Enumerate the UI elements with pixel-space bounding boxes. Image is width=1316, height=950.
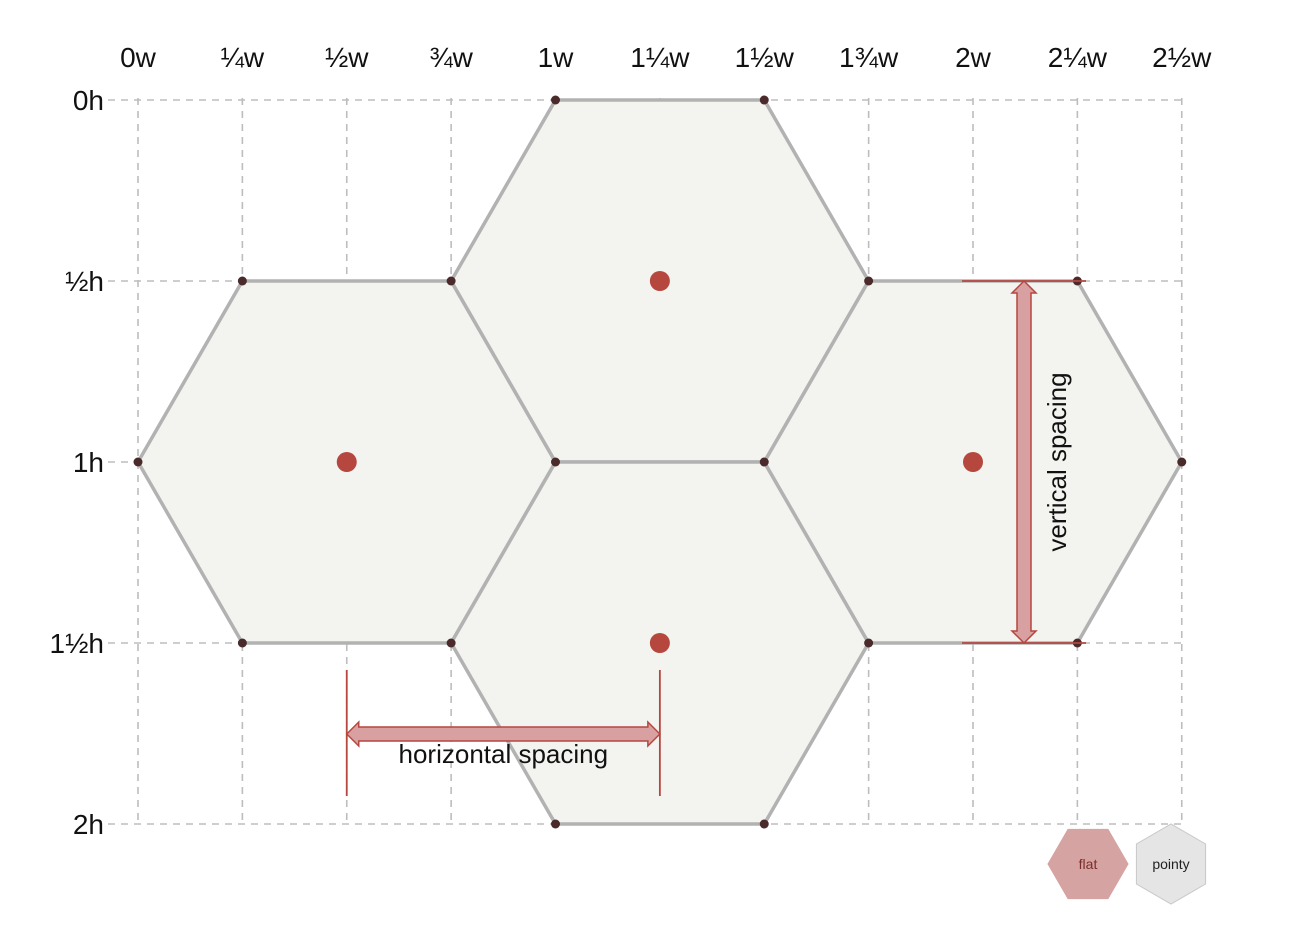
flat-button-label: flat <box>1079 856 1098 872</box>
center-dot <box>963 452 983 472</box>
column-label: 1½w <box>735 42 795 73</box>
column-label: 2½w <box>1152 42 1212 73</box>
vertex-dot <box>237 276 247 286</box>
column-labels: 0w ¼w ½w ¾w 1w 1¼w 1½w 1¾w 2w 2¼w 2½w <box>120 42 1212 73</box>
column-label: ½w <box>325 42 369 73</box>
vertex-dot <box>1177 457 1187 467</box>
vertex-dot <box>759 457 769 467</box>
center-dot <box>649 633 670 653</box>
column-label: 1¾w <box>839 42 899 73</box>
vertical-spacing-label: vertical spacing <box>1042 372 1072 551</box>
horizontal-spacing-arrow <box>345 720 661 748</box>
vertex-dot <box>446 638 456 648</box>
vertex-dot <box>446 276 456 286</box>
orientation-toggle: flat pointy <box>1047 823 1207 905</box>
vertex-dot <box>864 638 874 648</box>
vertical-spacing-annotation: vertical spacing <box>962 279 1086 645</box>
row-label: 1½h <box>50 628 105 659</box>
column-label: 1w <box>538 42 575 73</box>
column-label: 1¼w <box>630 42 690 73</box>
column-label: 2¼w <box>1048 42 1108 73</box>
vertex-dot <box>237 638 247 648</box>
pointy-button[interactable]: pointy <box>1135 823 1207 905</box>
row-label: ½h <box>65 266 104 297</box>
flat-button[interactable]: flat <box>1047 828 1129 900</box>
horizontal-spacing-label: horizontal spacing <box>399 739 609 769</box>
vertex-dot <box>759 819 769 829</box>
row-labels: 0h ½h 1h 1½h 2h <box>50 85 105 840</box>
vertex-dot <box>551 457 560 467</box>
flat-hex-icon <box>1047 828 1129 900</box>
vertical-spacing-arrow <box>1010 279 1038 645</box>
horizontal-spacing-annotation: horizontal spacing <box>345 670 661 796</box>
vertex-dot <box>864 276 874 286</box>
center-dot <box>336 452 357 472</box>
vertex-dot <box>551 95 560 105</box>
center-dots <box>336 271 983 653</box>
column-label: ¼w <box>221 42 265 73</box>
row-label: 0h <box>73 85 104 116</box>
vertex-dot <box>551 819 560 829</box>
center-dot <box>649 271 670 291</box>
row-label: 1h <box>73 447 104 478</box>
row-label: 2h <box>73 809 104 840</box>
vertex-dot <box>133 457 143 467</box>
pointy-button-label: pointy <box>1152 856 1189 872</box>
column-label: 0w <box>120 42 157 73</box>
pointy-hex-icon <box>1135 823 1207 905</box>
vertex-dot <box>759 95 769 105</box>
column-label: ¾w <box>429 42 473 73</box>
column-label: 2w <box>955 42 992 73</box>
